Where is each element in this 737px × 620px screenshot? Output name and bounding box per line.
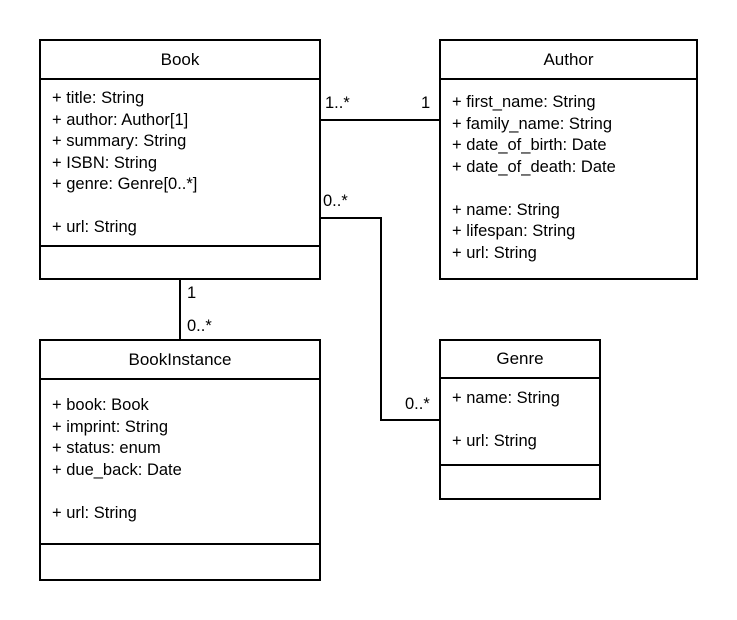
attribute: + status: enum	[52, 439, 161, 457]
genre-class: Genre + name: String + url: String	[439, 339, 601, 500]
multiplicity-label: 0..*	[323, 192, 348, 210]
multiplicity-label: 1..*	[325, 94, 350, 112]
class-name: Author	[441, 41, 696, 80]
attribute: + lifespan: String	[452, 222, 576, 240]
attribute: + name: String	[452, 200, 560, 219]
attribute: + family_name: String	[452, 114, 613, 133]
multiplicity-label: 1	[187, 284, 197, 302]
attributes-compartment: + title: String + author: Author[1] + su…	[41, 80, 319, 247]
attribute: + genre: Genre[0..*]	[52, 175, 198, 193]
attribute: + title: String	[52, 89, 145, 107]
multiplicity-label: 0..*	[187, 317, 212, 335]
attribute: + summary: String	[52, 132, 187, 150]
attribute: + ISBN: String	[52, 153, 158, 172]
attribute: + url: String	[452, 432, 537, 450]
attribute: + url: String	[452, 243, 537, 262]
attribute: + date_of_death: Date	[452, 157, 616, 176]
attribute: + book: Book	[52, 396, 149, 414]
attributes-compartment: + first_name: String + family_name: Stri…	[441, 80, 696, 264]
attribute: + first_name: String	[452, 93, 596, 111]
class-name: BookInstance	[41, 341, 319, 380]
attribute: + url: String	[52, 503, 137, 522]
attribute: + due_back: Date	[52, 460, 182, 479]
attribute: + url: String	[52, 218, 137, 236]
multiplicity-label: 1	[421, 94, 431, 112]
attributes-compartment: + name: String + url: String	[441, 379, 599, 466]
bookinstance-class: BookInstance + book: Book + imprint: Str…	[39, 339, 321, 581]
book-class: Book + title: String + author: Author[1]…	[39, 39, 321, 280]
class-name: Book	[41, 41, 319, 80]
class-name: Genre	[441, 341, 599, 379]
attributes-compartment: + book: Book + imprint: String + status:…	[41, 380, 319, 545]
attribute: + name: String	[452, 389, 560, 407]
attribute: + imprint: String	[52, 417, 168, 436]
author-class: Author + first_name: String + family_nam…	[439, 39, 698, 280]
attribute: + date_of_birth: Date	[452, 136, 607, 154]
multiplicity-label: 0..*	[405, 395, 430, 413]
attribute: + author: Author[1]	[52, 110, 189, 129]
book-genre-association	[320, 217, 440, 421]
